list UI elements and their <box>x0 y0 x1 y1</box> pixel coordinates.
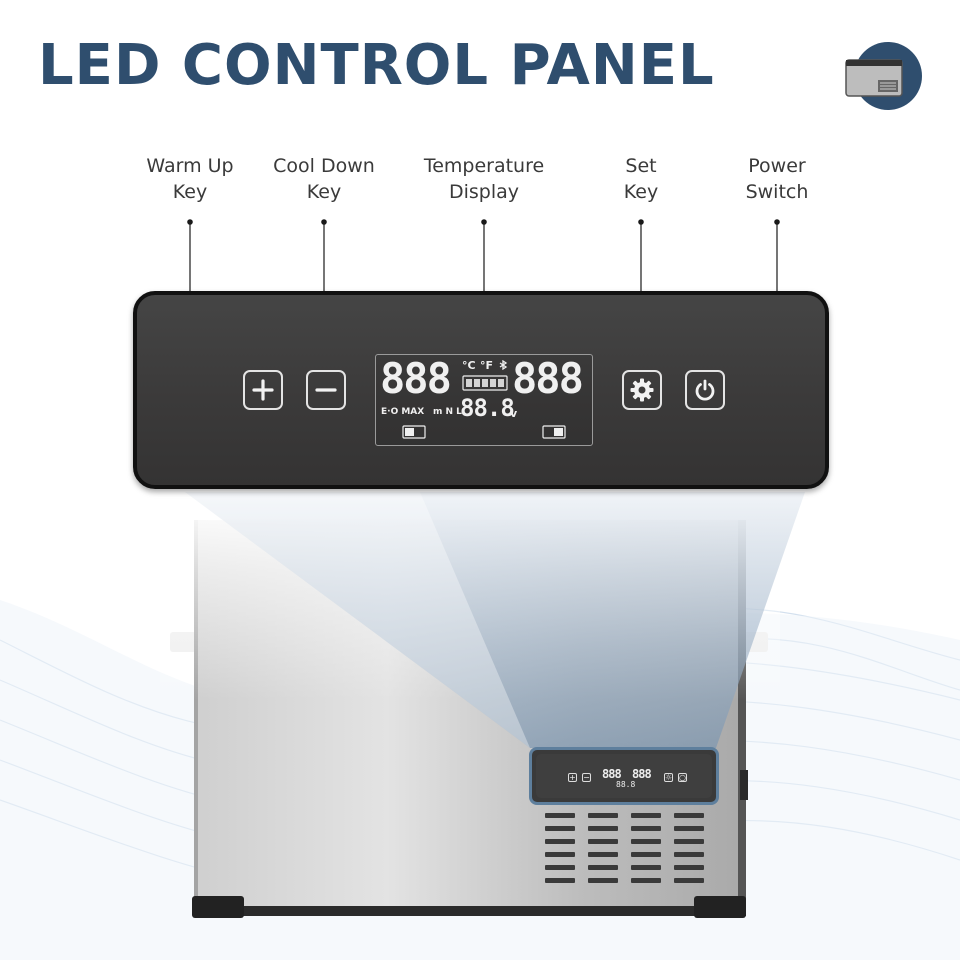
fridge-mini-panel: + − 888 888 88.8 ☼ ○ <box>529 747 719 805</box>
gear-icon <box>630 378 654 402</box>
power-icon <box>695 379 715 401</box>
power-button[interactable] <box>685 370 725 410</box>
minus-icon <box>315 388 337 392</box>
light-beam <box>185 492 805 748</box>
cool-down-button[interactable] <box>306 370 346 410</box>
fridge-thumbnail-icon <box>845 42 922 110</box>
bluetooth-icon <box>499 360 508 370</box>
mini-left-digits: 888 <box>602 767 622 781</box>
page-title: LED CONTROL PANEL <box>38 33 715 98</box>
warm-up-button[interactable] <box>243 370 283 410</box>
voltage-digits: 88.8 <box>460 394 515 422</box>
mini-plus-icon: + <box>568 773 577 782</box>
battery-bar-icon <box>462 375 508 391</box>
right-zone-icon <box>542 425 566 439</box>
temperature-display: 888 888 °C °F E·O MAX m N L 88.8 v <box>375 354 593 446</box>
mini-right-digits: 888 <box>632 767 652 781</box>
left-digits: 888 <box>380 354 452 403</box>
mini-sub-digits: 88.8 <box>616 780 636 789</box>
eco-max-indicators: E·O MAX <box>381 407 425 417</box>
mini-gear-icon: ☼ <box>664 773 673 782</box>
fahrenheit-indicator: °F <box>480 359 494 372</box>
right-digits: 888 <box>512 354 584 403</box>
celsius-indicator: °C <box>462 359 476 372</box>
left-zone-icon <box>402 425 426 439</box>
mode-indicators: m N L <box>433 407 462 417</box>
plus-icon <box>252 379 274 401</box>
mini-power-icon: ○ <box>678 773 687 782</box>
mini-minus-icon: − <box>582 773 591 782</box>
volt-unit: v <box>510 407 518 420</box>
set-button[interactable] <box>622 370 662 410</box>
